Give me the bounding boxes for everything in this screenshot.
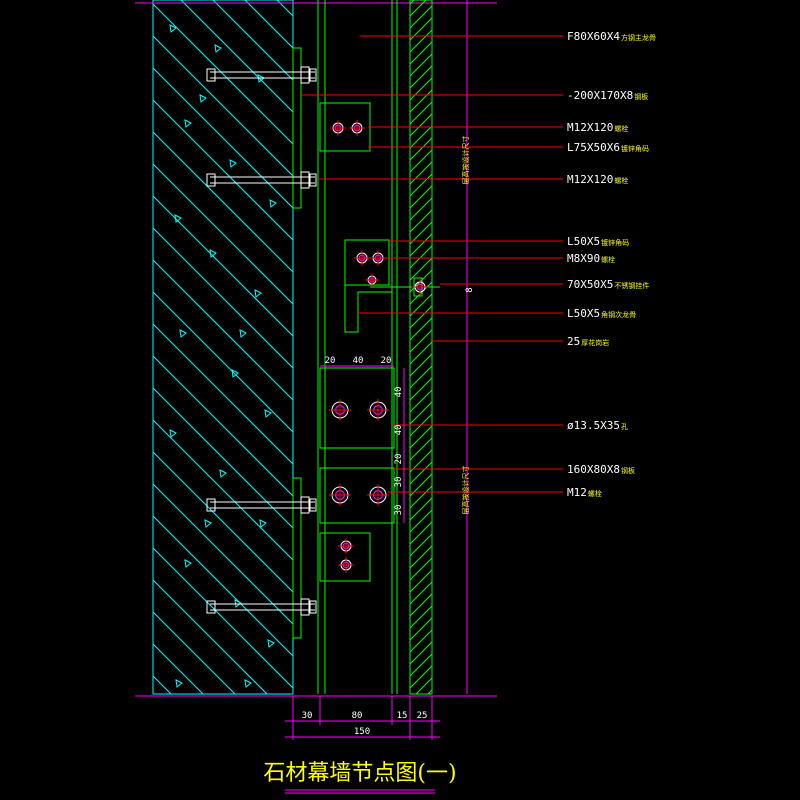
dim-bottom-0: 30 xyxy=(302,711,313,721)
callout-c12-main: 160X80X8 xyxy=(567,463,620,476)
callout-c11: ø13.5X35孔 xyxy=(567,419,628,432)
main-keel xyxy=(317,0,411,694)
callout-c5-main: M12X120 xyxy=(567,173,613,186)
vertical-note-lower: 层高按设计尺寸 xyxy=(461,466,470,515)
callout-c13-main: M12 xyxy=(567,486,587,499)
steel-plate-160x80 xyxy=(319,367,395,524)
callout-c10-cn: 厚花岗岩 xyxy=(581,338,609,347)
angle-bracket-upper xyxy=(319,102,371,152)
small-dim: 8 xyxy=(465,287,475,292)
embedded-plate-top xyxy=(292,47,302,209)
callout-c5: M12X120螺栓 xyxy=(567,173,628,186)
callout-c1-main: F80X60X4 xyxy=(567,30,620,43)
callout-c12-cn: 钢板 xyxy=(621,466,635,475)
dim-plate-side-4: 30 xyxy=(394,505,404,516)
callout-c2-cn: 钢板 xyxy=(634,92,648,101)
callout-c6-main: L50X5 xyxy=(567,235,600,248)
callout-c8-main: 70X50X5 xyxy=(567,278,613,291)
dim-plate-side-0: 40 xyxy=(394,387,404,398)
callout-c6-cn: 镀锌角码 xyxy=(601,238,629,247)
callout-c5-cn: 螺栓 xyxy=(614,176,628,185)
callout-c11-main: ø13.5X35 xyxy=(567,419,620,432)
callout-c8: 70X50X5不锈钢挂件 xyxy=(567,278,649,291)
callout-c13-cn: 螺栓 xyxy=(588,489,602,498)
callout-c9: L50X5角钢次龙骨 xyxy=(567,307,636,320)
callout-c10-main: 25 xyxy=(567,335,580,348)
callout-c3-main: M12X120 xyxy=(567,121,613,134)
callout-c11-cn: 孔 xyxy=(621,423,628,431)
dim-bottom-3: 25 xyxy=(417,711,428,721)
dim-total: 150 xyxy=(354,727,370,737)
callout-c4: L75X50X6镀锌角码 xyxy=(567,141,649,154)
bottom-dimension-chain: 30 80 15 25 150 xyxy=(285,696,440,740)
anchor-bolts xyxy=(206,66,317,616)
drawing-title: 石材幕墙节点图(一) xyxy=(263,761,456,786)
dim-plate-side-2: 20 xyxy=(394,454,404,465)
callout-c9-cn: 角钢次龙骨 xyxy=(601,310,636,319)
dim-plate-side-1: 40 xyxy=(394,425,404,436)
callout-c2-main: -200X170X8 xyxy=(567,89,633,102)
callout-labels: F80X60X4方钢主龙骨-200X170X8钢板M12X120螺栓L75X50… xyxy=(300,30,656,499)
dim-plate-top-1: 40 xyxy=(353,356,364,366)
callout-c4-main: L75X50X6 xyxy=(567,141,620,154)
plate-dimensions: 20 40 20 40 40 20 30 30 xyxy=(320,356,405,523)
callout-c4-cn: 镀锌角码 xyxy=(621,144,649,153)
dim-bottom-2: 15 xyxy=(397,711,408,721)
embedded-plate-bottom xyxy=(292,477,302,639)
callout-c3: M12X120螺栓 xyxy=(567,121,628,134)
callout-c2: -200X170X8钢板 xyxy=(567,89,648,102)
dim-plate-top-2: 20 xyxy=(381,356,392,366)
concrete-wall xyxy=(152,0,294,695)
vertical-note-upper: 层高按设计尺寸 xyxy=(461,136,470,185)
angle-bracket-lower xyxy=(319,532,371,582)
callout-c7-main: M8X90 xyxy=(567,252,600,265)
callout-c12: 160X80X8钢板 xyxy=(567,463,635,476)
callout-c6: L50X5镀锌角码 xyxy=(567,235,629,248)
callout-c7-cn: 螺栓 xyxy=(601,255,615,264)
bolt-symbols xyxy=(329,120,428,573)
callout-c1-cn: 方钢主龙骨 xyxy=(621,33,656,42)
dim-plate-side-3: 30 xyxy=(394,477,404,488)
callout-c8-cn: 不锈钢挂件 xyxy=(614,281,649,290)
stainless-hanger xyxy=(370,277,440,297)
dim-plate-top-0: 20 xyxy=(325,356,336,366)
callout-c3-cn: 螺栓 xyxy=(614,124,628,133)
callout-c7: M8X90螺栓 xyxy=(567,252,615,265)
callout-c13: M12螺栓 xyxy=(567,486,602,499)
callout-c1: F80X60X4方钢主龙骨 xyxy=(567,30,656,43)
bracket-l50-upper xyxy=(344,239,393,333)
callout-c9-main: L50X5 xyxy=(567,307,600,320)
dim-bottom-1: 80 xyxy=(352,711,363,721)
callout-c10: 25厚花岗岩 xyxy=(567,335,609,348)
granite-panel xyxy=(409,0,433,695)
